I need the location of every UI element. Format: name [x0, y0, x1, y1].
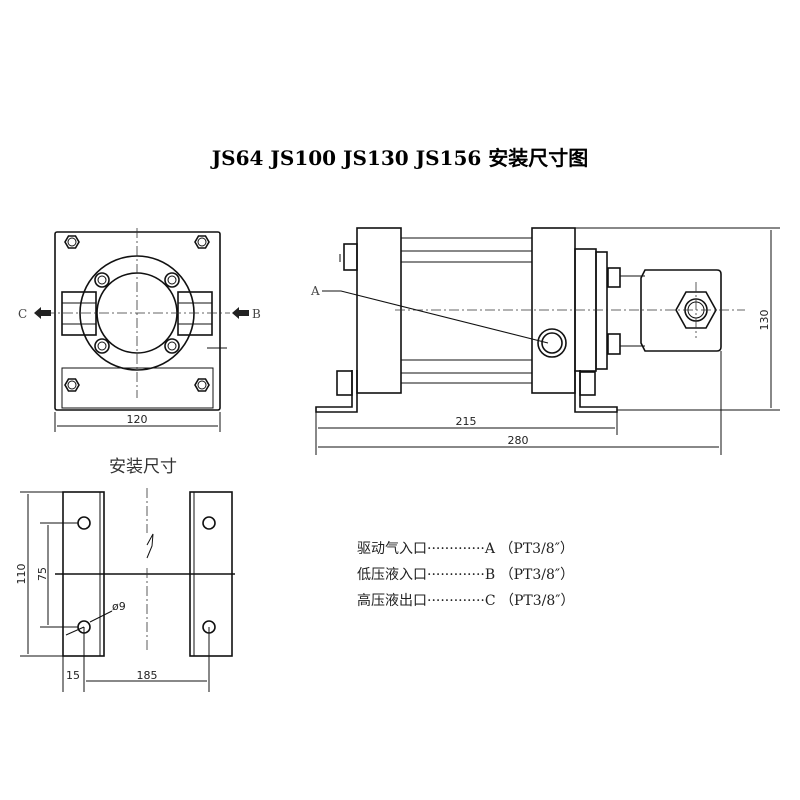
dim-110: 110	[15, 564, 28, 585]
hole-diameter: ø9	[112, 600, 126, 613]
port-a-fitting	[537, 328, 567, 358]
mounting-view: 安装尺寸 110 75 ø9 15 185	[15, 457, 235, 692]
side-view: A 130 215 280	[310, 227, 780, 455]
dim-15: 15	[66, 669, 80, 682]
legend-item-c: 高压液出口·············C （PT3/8″）	[357, 592, 575, 609]
port-a-label: A	[310, 284, 320, 298]
legend-item-a: 驱动气入口·············A （PT3/8″）	[357, 541, 574, 557]
port-b-label: B	[252, 307, 261, 321]
legend-item-b: 低压液入口·············B （PT3/8″）	[357, 567, 574, 583]
port-c-label: C	[18, 307, 27, 321]
bolt-icon	[64, 235, 210, 392]
dim-75: 75	[36, 567, 49, 581]
mount-title: 安装尺寸	[109, 457, 177, 477]
arrow-left-icon	[34, 307, 51, 319]
dim-120: 120	[127, 413, 148, 426]
dim-215: 215	[456, 415, 477, 428]
dim-185: 185	[137, 669, 158, 682]
port-legend: 驱动气入口·············A （PT3/8″） 低压液入口······…	[357, 541, 575, 609]
arrow-left-icon	[232, 307, 249, 319]
dim-280: 280	[508, 434, 529, 447]
front-view: C B 120	[18, 228, 261, 432]
drawing-title: JS64 JS100 JS130 JS156 安装尺寸图	[210, 146, 589, 170]
dim-130: 130	[758, 310, 771, 331]
